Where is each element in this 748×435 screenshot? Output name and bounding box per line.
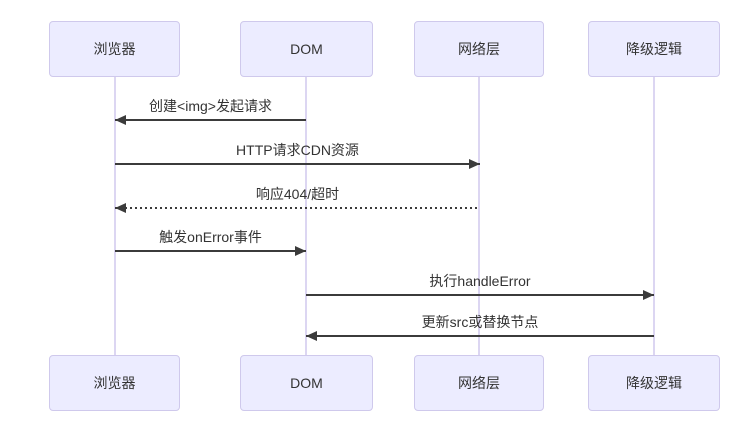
message-label-update-src: 更新src或替换节点 [421, 314, 539, 330]
actor-box-network-bottom: 网络层 [414, 355, 544, 411]
message-line-handle-error [306, 290, 654, 300]
lifeline-dom [305, 77, 307, 355]
actor-label-network-top: 网络层 [458, 41, 500, 57]
lifeline-browser [114, 77, 116, 355]
actor-box-network-top: 网络层 [414, 21, 544, 77]
arrowhead-left-icon [306, 331, 317, 341]
message-line-http-request [115, 159, 480, 169]
actor-box-browser-bottom: 浏览器 [49, 355, 180, 411]
actor-box-fallback-bottom: 降级逻辑 [588, 355, 720, 411]
message-line-onerror [115, 246, 306, 256]
actor-label-fallback-top: 降级逻辑 [626, 41, 682, 57]
actor-box-fallback-top: 降级逻辑 [588, 21, 720, 77]
arrowhead-right-icon [469, 159, 480, 169]
actor-label-dom-bottom: DOM [290, 375, 323, 391]
message-line-update-src [306, 331, 654, 341]
actor-label-dom-top: DOM [290, 41, 323, 57]
actor-label-browser-bottom: 浏览器 [93, 375, 136, 391]
actor-label-network-bottom: 网络层 [458, 375, 500, 391]
lifeline-fallback [653, 77, 655, 355]
arrowhead-left-icon [115, 115, 126, 125]
message-line-create-img [115, 115, 306, 125]
message-label-response-404: 响应404/超时 [255, 186, 340, 202]
message-label-http-request: HTTP请求CDN资源 [236, 142, 359, 158]
arrowhead-left-icon [115, 203, 126, 213]
actor-box-dom-top: DOM [240, 21, 373, 77]
actor-box-dom-bottom: DOM [240, 355, 373, 411]
actor-label-browser-top: 浏览器 [93, 41, 136, 57]
message-label-handle-error: 执行handleError [429, 273, 531, 289]
message-label-create-img: 创建<img>发起请求 [149, 98, 272, 114]
lifeline-network [478, 77, 480, 355]
actor-box-browser-top: 浏览器 [49, 21, 180, 77]
actor-label-fallback-bottom: 降级逻辑 [626, 375, 682, 391]
message-label-onerror: 触发onError事件 [159, 229, 262, 245]
message-line-response-404 [115, 203, 480, 213]
arrowhead-right-icon [295, 246, 306, 256]
arrowhead-right-icon [643, 290, 654, 300]
